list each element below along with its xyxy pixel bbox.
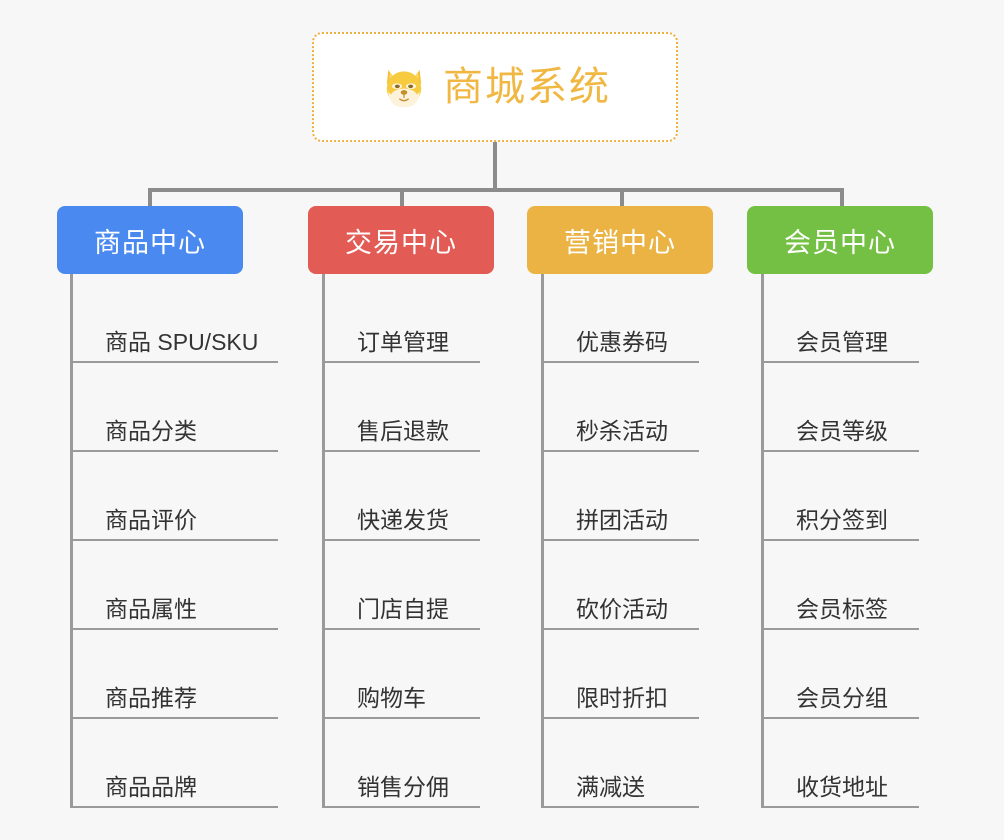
- leaf-label: 会员等级: [796, 418, 888, 445]
- leaf-item[interactable]: 购物车: [325, 630, 480, 719]
- leaf-item[interactable]: 商品评价: [73, 452, 278, 541]
- dog-face-icon: [379, 62, 429, 112]
- connector-horizontal-bus: [148, 188, 844, 192]
- leaf-label: 会员分组: [796, 685, 888, 712]
- category-label: 营销中心: [564, 227, 676, 258]
- leaf-item[interactable]: 会员管理: [764, 274, 919, 363]
- connector-drop-product-center: [148, 188, 152, 206]
- leaf-column-trade-center: 订单管理 售后退款 快递发货 门店自提 购物车 销售分佣: [322, 274, 480, 808]
- leaf-label: 会员管理: [796, 329, 888, 356]
- connector-drop-marketing-center: [620, 188, 624, 206]
- leaf-item[interactable]: 收货地址: [764, 719, 919, 808]
- leaf-item[interactable]: 商品品牌: [73, 719, 278, 808]
- category-box-marketing-center[interactable]: 营销中心: [527, 206, 713, 274]
- leaf-column-marketing-center: 优惠券码 秒杀活动 拼团活动 砍价活动 限时折扣 满减送: [541, 274, 699, 808]
- connector-root-stem: [493, 142, 497, 190]
- leaf-item[interactable]: 订单管理: [325, 274, 480, 363]
- leaf-item[interactable]: 会员标签: [764, 541, 919, 630]
- leaf-label: 积分签到: [796, 507, 888, 534]
- leaf-item[interactable]: 会员等级: [764, 363, 919, 452]
- leaf-label: 商品属性: [105, 596, 197, 623]
- leaf-column-member-center: 会员管理 会员等级 积分签到 会员标签 会员分组 收货地址: [761, 274, 919, 808]
- leaf-item[interactable]: 商品分类: [73, 363, 278, 452]
- leaf-label: 秒杀活动: [576, 418, 668, 445]
- root-title: 商城系统: [443, 65, 611, 109]
- leaf-label: 砍价活动: [576, 596, 668, 623]
- leaf-column-product-center: 商品 SPU/SKU 商品分类 商品评价 商品属性 商品推荐 商品品牌: [70, 274, 278, 808]
- leaf-item[interactable]: 商品属性: [73, 541, 278, 630]
- category-box-trade-center[interactable]: 交易中心: [308, 206, 494, 274]
- leaf-label: 售后退款: [357, 418, 449, 445]
- category-box-member-center[interactable]: 会员中心: [747, 206, 933, 274]
- leaf-item[interactable]: 优惠券码: [544, 274, 699, 363]
- leaf-item[interactable]: 积分签到: [764, 452, 919, 541]
- leaf-item[interactable]: 销售分佣: [325, 719, 480, 808]
- leaf-label: 商品 SPU/SKU: [105, 329, 259, 356]
- leaf-item[interactable]: 快递发货: [325, 452, 480, 541]
- leaf-item[interactable]: 砍价活动: [544, 541, 699, 630]
- leaf-item[interactable]: 商品推荐: [73, 630, 278, 719]
- leaf-item[interactable]: 秒杀活动: [544, 363, 699, 452]
- leaf-item[interactable]: 满减送: [544, 719, 699, 808]
- root-node[interactable]: 商城系统: [312, 32, 678, 142]
- leaf-label: 购物车: [357, 685, 426, 712]
- category-label: 商品中心: [94, 227, 206, 258]
- leaf-item[interactable]: 拼团活动: [544, 452, 699, 541]
- leaf-label: 商品评价: [105, 507, 197, 534]
- leaf-label: 订单管理: [357, 329, 449, 356]
- leaf-label: 商品品牌: [105, 774, 197, 801]
- leaf-label: 会员标签: [796, 596, 888, 623]
- leaf-label: 优惠券码: [576, 329, 668, 356]
- leaf-item[interactable]: 限时折扣: [544, 630, 699, 719]
- leaf-label: 商品推荐: [105, 685, 197, 712]
- leaf-item[interactable]: 门店自提: [325, 541, 480, 630]
- category-label: 交易中心: [345, 227, 457, 258]
- leaf-item[interactable]: 售后退款: [325, 363, 480, 452]
- leaf-label: 快递发货: [357, 507, 449, 534]
- leaf-label: 拼团活动: [576, 507, 668, 534]
- category-label: 会员中心: [784, 227, 896, 258]
- category-box-product-center[interactable]: 商品中心: [57, 206, 243, 274]
- leaf-item[interactable]: 会员分组: [764, 630, 919, 719]
- leaf-label: 满减送: [576, 774, 645, 801]
- connector-drop-member-center: [840, 188, 844, 206]
- leaf-label: 销售分佣: [357, 774, 449, 801]
- leaf-label: 限时折扣: [576, 685, 668, 712]
- leaf-label: 商品分类: [105, 418, 197, 445]
- leaf-label: 收货地址: [796, 774, 888, 801]
- leaf-item[interactable]: 商品 SPU/SKU: [73, 274, 278, 363]
- leaf-label: 门店自提: [357, 596, 449, 623]
- connector-drop-trade-center: [400, 188, 404, 206]
